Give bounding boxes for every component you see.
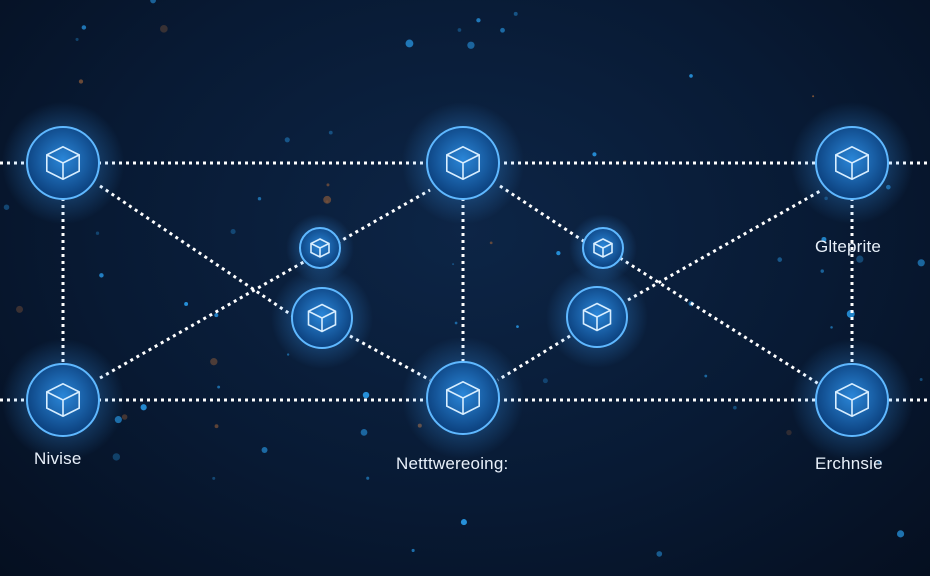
particle (184, 302, 189, 306)
particle (457, 28, 462, 32)
shield-cube-icon (835, 145, 869, 181)
connection-line (99, 188, 431, 380)
particle (452, 263, 455, 266)
connection-line (627, 188, 823, 302)
particle (140, 404, 147, 411)
particle (217, 385, 221, 389)
particle (95, 231, 100, 235)
particle (112, 453, 121, 461)
particle (821, 236, 827, 242)
particle (689, 74, 693, 78)
particle (230, 229, 236, 235)
connection-line (619, 256, 823, 388)
particle (820, 269, 824, 273)
particle (214, 424, 219, 429)
particle (3, 204, 10, 210)
node-bottom-left (1, 338, 125, 462)
particle (16, 305, 24, 313)
particle (919, 378, 923, 381)
label-networking: Netttwereoing: (396, 454, 509, 473)
particle (78, 79, 84, 84)
node-mid-right-small (569, 214, 637, 282)
particle (877, 460, 883, 465)
node-top-right (790, 101, 914, 225)
particle (513, 11, 518, 16)
shield-icon (835, 382, 869, 418)
node-mid-left-small (286, 214, 354, 282)
particle (656, 551, 663, 557)
particle (917, 259, 925, 267)
particle (261, 447, 268, 453)
particle (516, 325, 519, 329)
connection-line (99, 184, 297, 320)
label-erchnsie: Erchnsie (815, 454, 883, 473)
particle (160, 25, 168, 33)
particle (411, 548, 415, 553)
particle (81, 25, 87, 30)
label-glteprite: Glteprite (815, 237, 882, 256)
particle (542, 378, 548, 384)
cube-icon (46, 382, 80, 418)
particle (476, 18, 481, 23)
cube-icon (46, 145, 80, 181)
particle (704, 374, 708, 378)
particle (366, 476, 370, 480)
box-icon (446, 145, 480, 181)
particle (460, 519, 467, 526)
particle (777, 257, 783, 262)
particle (323, 195, 332, 204)
particle (454, 321, 458, 325)
particle (830, 326, 833, 329)
node-top-center (401, 101, 525, 225)
particle (212, 476, 216, 480)
particle (489, 241, 493, 245)
particle (328, 130, 333, 135)
envelope-cube-icon (307, 303, 337, 333)
node-mid-left (271, 267, 373, 369)
network-icon (593, 238, 613, 258)
particle (812, 95, 815, 98)
particle (500, 27, 505, 33)
particle (360, 429, 368, 436)
particle (326, 183, 330, 187)
particle (467, 41, 475, 49)
cube-icon (446, 380, 480, 416)
particle (214, 313, 219, 318)
node-top-left (1, 101, 125, 225)
particle (856, 255, 864, 263)
particle (556, 251, 561, 256)
boxes-icon (582, 302, 612, 332)
particle (896, 530, 905, 538)
particle (284, 137, 290, 143)
particle (257, 197, 262, 201)
node-mid-right (546, 266, 648, 368)
background-particles (3, 0, 925, 557)
particle (150, 0, 156, 4)
node-bottom-center (401, 336, 525, 460)
network-icon (310, 238, 330, 258)
label-nivise: Nivise (34, 449, 82, 468)
particle (99, 273, 104, 278)
particle (210, 358, 218, 366)
particle (592, 152, 597, 157)
particle (405, 39, 414, 48)
particle (75, 37, 79, 41)
particle (733, 405, 737, 410)
node-bottom-right (790, 338, 914, 462)
particle (362, 391, 370, 399)
particle (121, 414, 128, 420)
particle (786, 429, 792, 436)
